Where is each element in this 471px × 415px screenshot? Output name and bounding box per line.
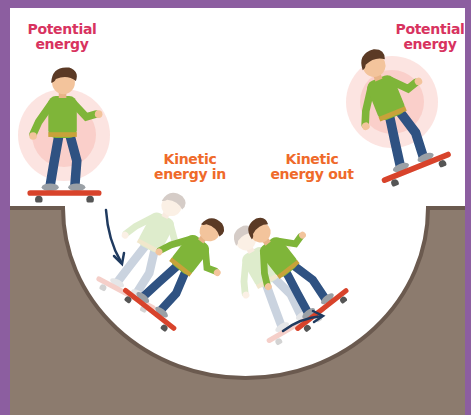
energy-label: Kinetic energy in: [142, 152, 238, 182]
ramp-edge: [10, 208, 465, 378]
energy-label: Kinetic energy out: [264, 152, 360, 182]
skater-top-left: [27, 67, 102, 203]
energy-label: Potential energy: [14, 22, 110, 52]
skater-going-down: [118, 200, 246, 337]
energy-label: Potential energy: [382, 22, 471, 52]
half-pipe-ramp: [10, 208, 465, 415]
background: [10, 8, 465, 415]
skater-going-up: [227, 200, 355, 337]
motion-arrows: [106, 210, 323, 331]
